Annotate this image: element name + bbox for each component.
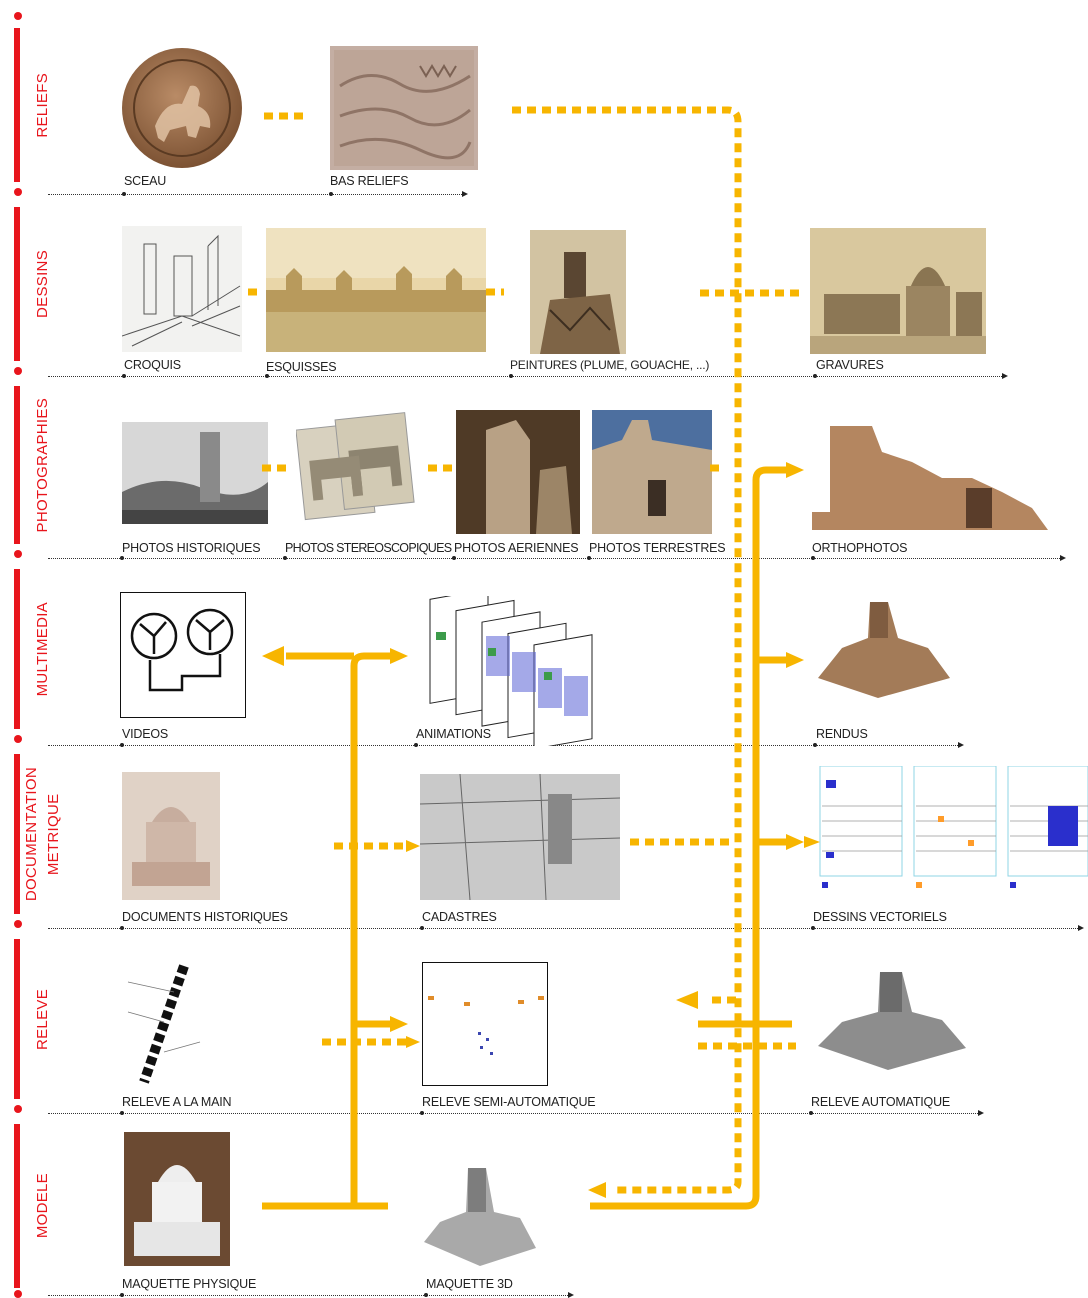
photos-aeriennes-image [456,410,580,534]
label-croquis: CROQUIS [124,358,181,372]
category-dot-releve [14,1105,22,1113]
timeline-releve [48,1110,984,1116]
animations-image [429,596,593,746]
marker-bas-reliefs [329,192,333,196]
category-dot-reliefs [14,188,22,196]
label-orthophotos: ORTHOPHOTOS [812,541,908,555]
label-photos-historiques: PHOTOS HISTORIQUES [122,541,261,555]
marker-photos-aeriennes [452,556,456,560]
photos-stereoscopiques-image [296,412,415,521]
releve-auto-image [818,972,966,1070]
maquette-3d-image [424,1168,536,1266]
label-maquette-physique: MAQUETTE PHYSIQUE [122,1277,257,1291]
timeline-dessins [48,373,1008,379]
marker-documents-historiques [120,926,124,930]
documents-historiques-image [122,772,220,900]
maquette-physique-image [124,1132,230,1266]
releve-main-image [127,964,201,1084]
marker-cadastres [420,926,424,930]
croquis-image [122,226,242,352]
label-animations: ANIMATIONS [416,727,491,741]
photos-terrestres-image [592,410,712,534]
category-bar-modele [14,1124,20,1288]
marker-photos-terrestres [587,556,591,560]
marker-releve-main [120,1111,124,1115]
marker-maquette-physique [120,1293,124,1297]
label-rendus: RENDUS [816,727,868,741]
seal-image [122,48,242,168]
cadastres-image [420,774,620,900]
category-bar-reliefs [14,28,20,182]
timeline-modele [48,1292,574,1298]
category-bar-photographies [14,386,20,544]
label-dessins-vectoriels: DESSINS VECTORIELS [813,910,947,924]
label-photos-terrestres: PHOTOS TERRESTRES [589,541,726,555]
marker-releve-auto [809,1111,813,1115]
label-photos-stereoscopiques: PHOTOS STEREOSCOPIQUES [285,541,452,555]
marker-photos-stereoscopiques [283,556,287,560]
category-dot-photographies [14,550,22,558]
label-cadastres: CADASTRES [422,910,497,924]
esquisses-image [266,228,486,352]
marker-rendus [813,743,817,747]
category-dot-documentation [14,920,22,928]
orthophotos-image [812,426,1048,530]
gravures-image [810,228,986,354]
category-dot-modele [14,1290,22,1298]
bas-relief-image [330,46,478,170]
marker-releve-semi [420,1111,424,1115]
label-gravures: GRAVURES [816,358,884,372]
category-bar-releve [14,939,20,1099]
label-maquette-3d: MAQUETTE 3D [426,1277,513,1291]
category-sidebar: RELIEFS DESSINS PHOTOGRAPHIES MULTIMEDIA… [0,0,62,1298]
peintures-image [530,230,626,354]
marker-peintures [509,374,513,378]
rendus-image [818,602,950,698]
label-esquisses: ESQUISSES [266,360,337,374]
category-start-dot [14,12,22,20]
timeline-reliefs [48,191,468,197]
marker-croquis [122,374,126,378]
category-bar-multimedia [14,569,20,729]
label-documents-historiques: DOCUMENTS HISTORIQUES [122,910,288,924]
category-bar-dessins [14,207,20,361]
label-releve-auto: RELEVE AUTOMATIQUE [811,1095,951,1109]
marker-maquette-3d [424,1293,428,1297]
photos-historiques-image [122,422,268,524]
timeline-multimedia [48,742,964,748]
timeline-documentation [48,925,1084,931]
dessins-vectoriels-image [819,766,1088,888]
marker-gravures [813,374,817,378]
marker-esquisses [265,374,269,378]
timeline-photographies [48,555,1066,561]
label-peintures: PEINTURES (PLUME, GOUACHE, ...) [510,358,710,372]
label-releve-semi: RELEVE SEMI-AUTOMATIQUE [422,1095,596,1109]
label-releve-main: RELEVE A LA MAIN [122,1095,232,1109]
releve-semi-image [422,962,548,1086]
marker-dessins-vectoriels [811,926,815,930]
marker-orthophotos [811,556,815,560]
category-bar-documentation [14,754,20,914]
marker-sceau [122,192,126,196]
marker-animations [414,743,418,747]
marker-photos-historiques [120,556,124,560]
videos-image [120,592,246,718]
marker-videos [120,743,124,747]
label-sceau: SCEAU [124,174,167,188]
label-videos: VIDEOS [122,727,169,741]
category-dot-dessins [14,367,22,375]
label-photos-aeriennes: PHOTOS AERIENNES [454,541,579,555]
label-bas-reliefs: BAS RELIEFS [330,174,409,188]
category-dot-multimedia [14,735,22,743]
